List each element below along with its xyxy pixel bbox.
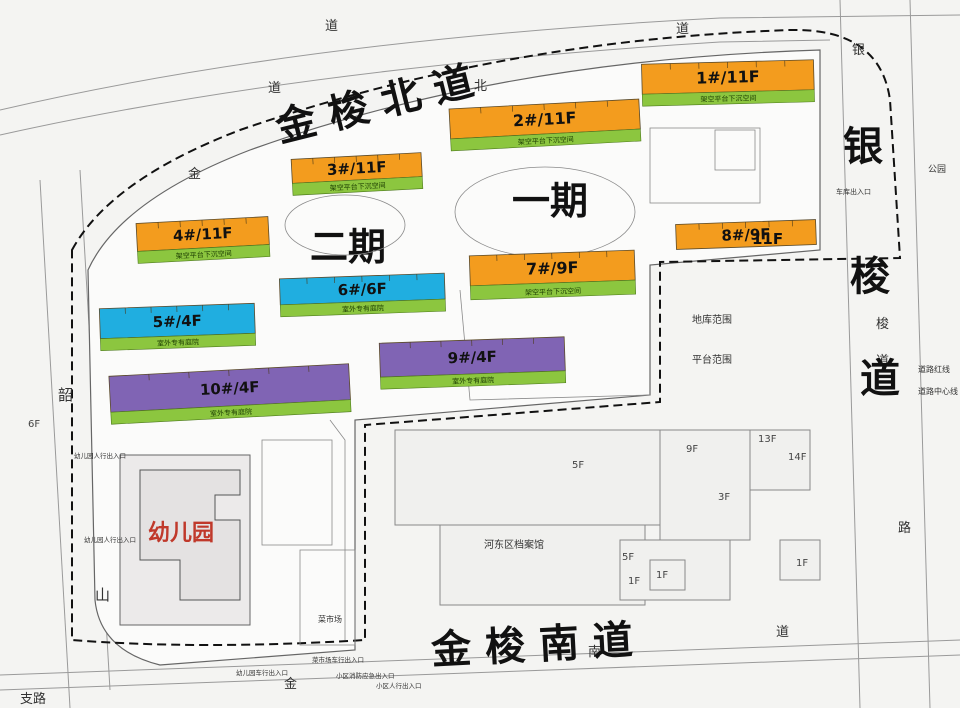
building-3-strip xyxy=(292,176,424,196)
svg-text:南: 南 xyxy=(588,644,601,660)
market-label: 菜市场 xyxy=(318,614,342,624)
road-east-char-3: 道 xyxy=(860,356,900,402)
svg-text:幼儿园车行出入口: 幼儿园车行出入口 xyxy=(236,668,288,677)
road-west-char-1: 韶 xyxy=(58,386,73,404)
svg-text:金: 金 xyxy=(284,676,297,692)
svg-text:道: 道 xyxy=(268,81,281,96)
building-1-label: 1#/11F xyxy=(696,67,760,88)
svg-text:14F: 14F xyxy=(788,452,807,463)
svg-text:5F: 5F xyxy=(622,552,634,563)
svg-text:道: 道 xyxy=(876,354,889,369)
building-2: 2#/11F 架空平台下沉空间 xyxy=(448,98,642,152)
svg-text:9F: 9F xyxy=(686,444,698,455)
building-8: 8#/9F xyxy=(675,219,817,250)
building-9-strip-label: 室外专有庭院 xyxy=(452,375,494,385)
building-2-label: 2#/11F xyxy=(512,108,576,130)
svg-text:路: 路 xyxy=(898,520,911,536)
svg-text:道: 道 xyxy=(325,19,338,34)
svg-text:13F: 13F xyxy=(758,434,777,445)
building-9-label: 9#/4F xyxy=(447,348,497,368)
building-3-label: 3#/11F xyxy=(326,158,386,179)
park-label: 公园 xyxy=(928,164,946,175)
building-7-strip xyxy=(470,279,637,301)
svg-text:1F: 1F xyxy=(796,558,808,569)
small-road-labels: 道 北 道 道 金 银 梭 道 道 南 金 支路 路 xyxy=(20,19,911,707)
entrance-labels: 幼儿园人行出入口 幼儿园人行出入口 幼儿园车行出入口 菜市场车行出入口 小区消防… xyxy=(74,451,422,690)
svg-text:小区消防应急出入口: 小区消防应急出入口 xyxy=(336,671,395,680)
building-10-strip xyxy=(110,399,352,425)
building-10: 10#/4F 室外专有庭院 xyxy=(108,363,352,425)
svg-text:金: 金 xyxy=(188,166,201,182)
svg-text:5F: 5F xyxy=(572,460,584,471)
building-3-strip-label: 架空平台下沉空间 xyxy=(329,181,385,193)
building-2-strip-label: 架空平台下沉空间 xyxy=(518,135,574,147)
building-7-strip-label: 架空平台下沉空间 xyxy=(525,286,581,297)
garage-range-label: 地库范围 xyxy=(692,313,732,326)
building-5: 5#/4F 室外专有庭院 xyxy=(98,302,256,352)
svg-text:1F: 1F xyxy=(656,570,668,581)
road-south-label: 金 梭 南 道 xyxy=(429,617,634,674)
building-6: 6#/6F 室外专有庭院 xyxy=(278,272,446,318)
phase-2-label: 二期 xyxy=(310,225,386,269)
svg-text:道: 道 xyxy=(776,625,789,640)
building-4-strip xyxy=(137,244,271,264)
archive-label: 河东区档案馆 xyxy=(484,538,544,551)
building-3: 3#/11F 架空平台下沉空间 xyxy=(290,152,424,196)
site-boundary-dashed xyxy=(71,28,902,646)
building-6-strip-label: 室外专有庭院 xyxy=(342,303,384,313)
road-west-char-2: 山 xyxy=(95,586,110,604)
building-7: 7#/9F 架空平台下沉空间 xyxy=(468,249,637,301)
road-red-line-label: 道路红线 xyxy=(918,364,950,374)
svg-text:小区人行出入口: 小区人行出入口 xyxy=(376,681,422,690)
courtyard-details xyxy=(261,127,761,646)
svg-text:北: 北 xyxy=(474,79,487,94)
building-5-strip xyxy=(100,332,256,352)
building-4: 4#/11F 架空平台下沉空间 xyxy=(135,216,271,264)
garage-entrance-label: 车库出入口 xyxy=(836,187,871,196)
road-east-label: 银 梭 道 xyxy=(843,124,900,402)
archive-floor-labels: 5F 9F 13F 14F 3F 5F 1F 1F 1F 6F xyxy=(28,419,808,587)
building-10-label: 10#/4F xyxy=(199,378,259,399)
road-center-line-label: 道路中心线 xyxy=(918,386,958,396)
svg-text:银: 银 xyxy=(852,43,865,58)
building-9-strip xyxy=(380,370,567,390)
building-8-label: 8#/9F xyxy=(721,225,771,245)
building-2-strip xyxy=(450,128,642,152)
svg-text:1F: 1F xyxy=(628,576,640,587)
building-4-label: 4#/11F xyxy=(172,224,232,245)
svg-text:菜市场车行出入口: 菜市场车行出入口 xyxy=(312,655,364,664)
svg-text:幼儿园人行出入口: 幼儿园人行出入口 xyxy=(84,535,136,544)
building-4-strip-label: 架空平台下沉空间 xyxy=(176,249,232,261)
building-1-strip-label: 架空平台下沉空间 xyxy=(700,93,756,103)
archive-blocks xyxy=(394,429,821,606)
road-east-char-1: 银 xyxy=(843,124,883,170)
buildings-layer: 1#/11F 架空平台下沉空间 2#/11F 架空平台下沉空间 3#/11F 架空平台下沉… xyxy=(98,59,817,425)
building-1-strip xyxy=(641,89,815,107)
phase-1-label: 一期 xyxy=(512,179,588,223)
svg-text:道: 道 xyxy=(676,22,689,37)
svg-text:梭: 梭 xyxy=(876,316,889,332)
building-7-label: 7#/9F xyxy=(526,258,579,279)
svg-text:幼儿园人行出入口: 幼儿园人行出入口 xyxy=(74,451,126,460)
building-6-label: 6#/6F xyxy=(337,280,387,300)
building-1: 1#/11F 架空平台下沉空间 xyxy=(641,59,815,107)
building-5-label: 5#/4F xyxy=(152,312,202,332)
svg-text:支路: 支路 xyxy=(20,691,46,707)
svg-text:6F: 6F xyxy=(28,419,40,430)
building-9: 9#/4F 室外专有庭院 xyxy=(378,336,567,390)
building-6-strip xyxy=(279,298,446,318)
building-5-strip-label: 室外专有庭院 xyxy=(157,337,199,347)
svg-text:3F: 3F xyxy=(718,492,730,503)
kindergarten-block: 幼儿园 xyxy=(119,454,251,626)
building-8-11f-label: 11F xyxy=(752,230,783,248)
kindergarten-label: 幼儿园 xyxy=(148,520,214,546)
road-east-char-2: 梭 xyxy=(850,254,890,300)
platform-range-label: 平台范围 xyxy=(692,353,732,366)
building-10-strip-label: 室外专有庭院 xyxy=(210,407,252,418)
